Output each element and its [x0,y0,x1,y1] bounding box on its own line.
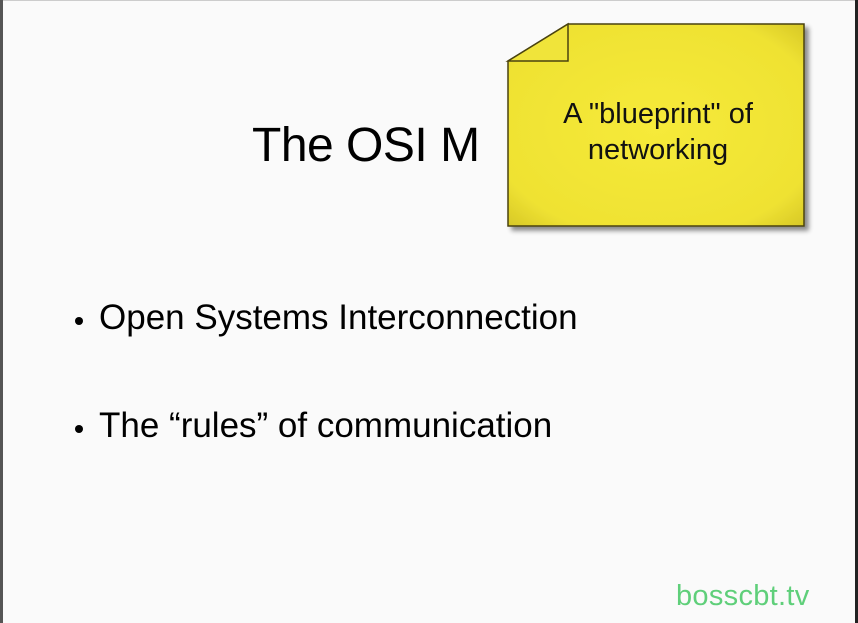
frame-right-edge [855,0,858,623]
frame-top-edge [0,0,858,1]
sticky-note-callout: A "blueprint" of networking [505,22,806,228]
slide-title: The OSI M [252,119,480,172]
bullet-dot-icon [75,317,83,325]
frame-left-edge [0,0,3,623]
callout-line: networking [587,134,729,166]
watermark-logo: bosscbt.tv [676,580,810,612]
bullet-dot-icon [75,425,83,433]
bullet-text: Open Systems Interconnection [99,298,578,337]
bullet-list: Open Systems Interconnection The “rules”… [75,298,578,514]
callout-line: A "blueprint" of [563,98,753,130]
callout-text: A "blueprint" of networking [506,96,810,168]
bullet-text: The “rules” of communication [99,406,553,445]
note-fold [505,22,569,62]
sticky-note-icon [505,22,805,227]
bullet-item: Open Systems Interconnection [75,298,578,406]
bullet-item: The “rules” of communication [75,406,578,514]
